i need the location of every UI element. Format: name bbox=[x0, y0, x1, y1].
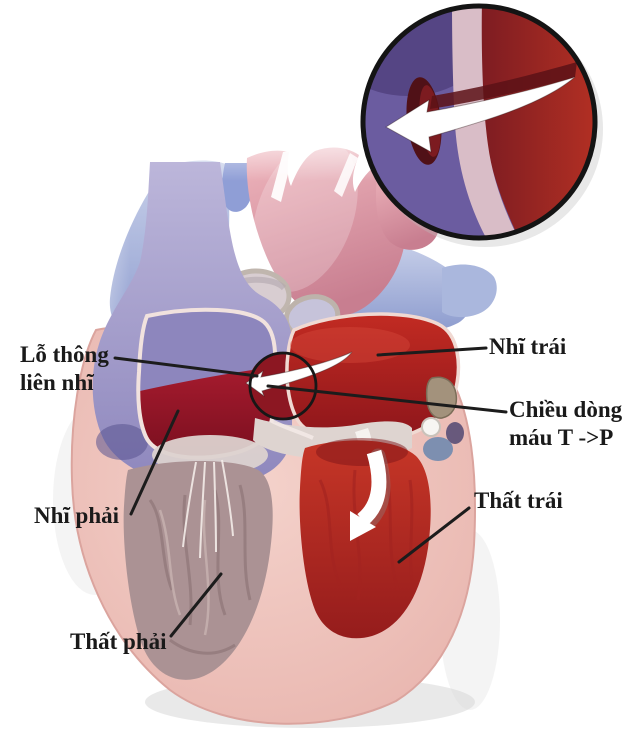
inset-shunt-arrow-icon bbox=[385, 76, 576, 153]
label-septal-defect-line2: liên nhĩ bbox=[20, 370, 94, 395]
left-ventricle bbox=[299, 438, 431, 639]
inset-ring bbox=[360, 3, 598, 241]
label-flow-direction-line1: Chiều dòng bbox=[509, 397, 623, 422]
label-flow-direction: Chiều dòng máu T ->P bbox=[509, 396, 622, 452]
label-septal-defect-line1: Lỗ thông bbox=[20, 342, 109, 367]
label-flow-direction-line2: máu T ->P bbox=[509, 425, 614, 450]
right-ventricle bbox=[123, 459, 273, 680]
right-atrium bbox=[92, 162, 292, 487]
lv-flow-arrow-icon bbox=[350, 448, 391, 541]
label-right-atrium: Nhĩ phải bbox=[34, 503, 120, 528]
label-left-atrium: Nhĩ trái bbox=[489, 334, 567, 359]
chordae-tendineae bbox=[182, 459, 234, 559]
inset-left-atrium-side bbox=[480, 8, 593, 236]
inset-septum bbox=[452, 8, 522, 236]
leader-lines bbox=[113, 346, 508, 638]
right-atrium-blood bbox=[139, 367, 274, 458]
descending-aorta-and-veins bbox=[421, 376, 464, 461]
leader-left-ventricle bbox=[397, 506, 471, 564]
leader-right-atrium bbox=[129, 409, 180, 516]
label-right-ventricle: Thất phải bbox=[70, 629, 167, 654]
leader-septal-defect bbox=[113, 356, 259, 378]
label-left-ventricle: Thất trái bbox=[474, 488, 563, 513]
defect-zoom-inset bbox=[360, 3, 603, 247]
defect-annotation-ring bbox=[248, 351, 318, 421]
leader-left-atrium bbox=[376, 346, 488, 357]
label-septal-defect: Lỗ thông liên nhĩ bbox=[20, 341, 109, 397]
leader-flow-direction bbox=[266, 384, 508, 414]
leader-right-ventricle bbox=[169, 572, 223, 638]
